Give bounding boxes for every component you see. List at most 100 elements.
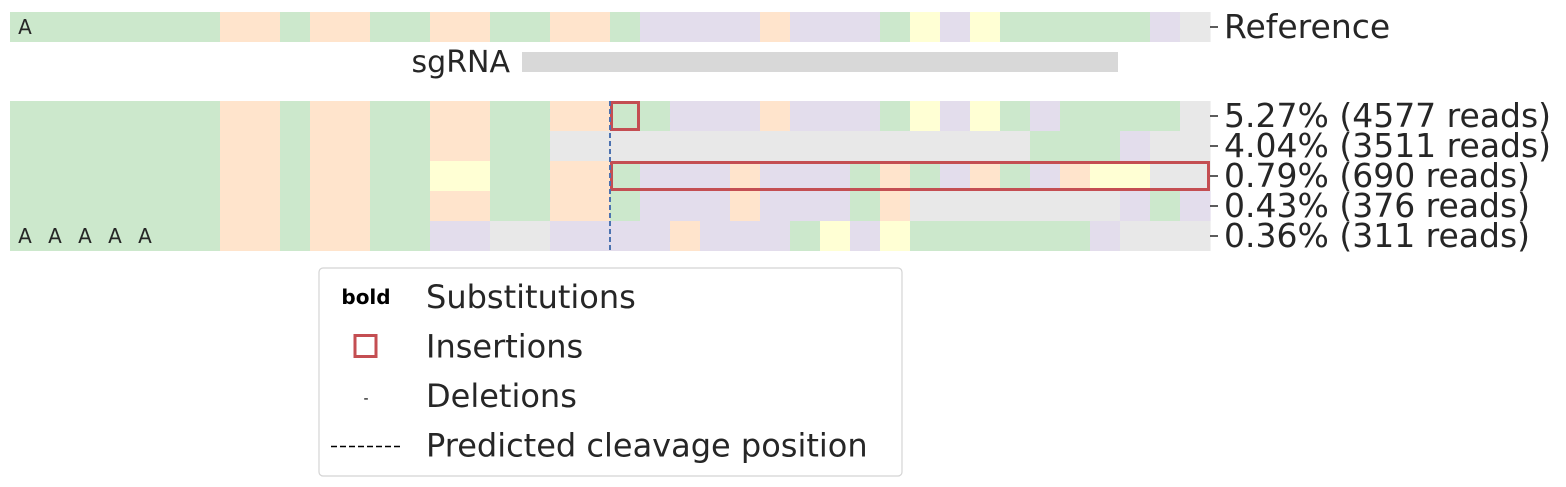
sgrna-label: sgRNA bbox=[412, 45, 511, 80]
allele-cell bbox=[1060, 131, 1091, 161]
allele-cell bbox=[580, 101, 611, 131]
insertion-box bbox=[610, 161, 1210, 191]
allele-cell bbox=[250, 221, 281, 251]
allele-cell bbox=[40, 131, 71, 161]
reference-cell bbox=[850, 12, 881, 42]
allele-cell bbox=[310, 221, 341, 251]
allele-cell bbox=[70, 221, 101, 251]
row-label: 0.79% (690 reads) bbox=[1224, 156, 1530, 195]
legend-entry-deletions: -Deletions bbox=[363, 377, 576, 415]
allele-cell bbox=[220, 101, 251, 131]
reference-cell bbox=[190, 12, 221, 42]
allele-row bbox=[10, 131, 1211, 161]
allele-cell bbox=[970, 161, 1001, 191]
allele-cell bbox=[670, 221, 701, 251]
allele-cell bbox=[430, 161, 461, 191]
allele-cell bbox=[1180, 221, 1211, 251]
allele-cell bbox=[130, 221, 161, 251]
reference-cell bbox=[430, 12, 461, 42]
allele-cell bbox=[820, 161, 851, 191]
allele-row bbox=[10, 191, 1211, 221]
allele-cell bbox=[370, 131, 401, 161]
allele-cell bbox=[550, 221, 581, 251]
allele-cell bbox=[70, 131, 101, 161]
allele-cell bbox=[370, 221, 401, 251]
reference-cell bbox=[40, 12, 71, 42]
allele-cell bbox=[10, 221, 41, 251]
reference-cell bbox=[1120, 12, 1151, 42]
reference-cell bbox=[10, 12, 41, 42]
base-letter: A bbox=[18, 224, 32, 248]
allele-cell bbox=[190, 191, 221, 221]
allele-cell bbox=[670, 131, 701, 161]
allele-cell bbox=[520, 131, 551, 161]
reference-cell bbox=[670, 12, 701, 42]
allele-cell bbox=[10, 191, 41, 221]
allele-cell bbox=[490, 101, 521, 131]
allele-row bbox=[10, 161, 1211, 191]
allele-cell bbox=[340, 131, 371, 161]
allele-cell bbox=[250, 101, 281, 131]
allele-cell bbox=[850, 161, 881, 191]
legend-label: Deletions bbox=[426, 377, 577, 415]
allele-cell bbox=[790, 101, 821, 131]
allele-cell bbox=[910, 101, 941, 131]
allele-cell bbox=[280, 161, 311, 191]
reference-cell bbox=[100, 12, 131, 42]
allele-cell bbox=[400, 191, 431, 221]
reference-cell bbox=[310, 12, 341, 42]
legend-frame bbox=[318, 267, 903, 477]
allele-cell bbox=[640, 161, 671, 191]
allele-cell bbox=[970, 101, 1001, 131]
allele-cell bbox=[910, 131, 941, 161]
allele-cell bbox=[940, 191, 971, 221]
allele-cell bbox=[40, 221, 71, 251]
allele-cell bbox=[220, 131, 251, 161]
allele-cell bbox=[1090, 221, 1121, 251]
allele-cell bbox=[1150, 101, 1181, 131]
allele-cell bbox=[820, 131, 851, 161]
allele-cell bbox=[340, 221, 371, 251]
reference-cell bbox=[1150, 12, 1181, 42]
allele-cell bbox=[880, 221, 911, 251]
allele-cell bbox=[280, 101, 311, 131]
reference-cell bbox=[130, 12, 161, 42]
reference-cell bbox=[790, 12, 821, 42]
allele-cell bbox=[700, 191, 731, 221]
allele-cell bbox=[160, 101, 191, 131]
allele-cell bbox=[820, 191, 851, 221]
allele-cell bbox=[10, 161, 41, 191]
reference-cell bbox=[160, 12, 191, 42]
allele-cell bbox=[640, 191, 671, 221]
allele-cell bbox=[490, 191, 521, 221]
allele-cell bbox=[550, 101, 581, 131]
allele-cell bbox=[580, 221, 611, 251]
allele-cell bbox=[190, 101, 221, 131]
allele-cell bbox=[490, 131, 521, 161]
allele-cell bbox=[160, 131, 191, 161]
allele-cell bbox=[100, 131, 131, 161]
allele-cell bbox=[820, 221, 851, 251]
allele-cell bbox=[130, 161, 161, 191]
allele-cell bbox=[640, 131, 671, 161]
allele-cell bbox=[1150, 131, 1181, 161]
allele-cell bbox=[70, 191, 101, 221]
allele-cell bbox=[880, 191, 911, 221]
allele-cell bbox=[1000, 161, 1031, 191]
sgrna-bar bbox=[522, 52, 1118, 72]
allele-cell bbox=[70, 101, 101, 131]
legend-label: Predicted cleavage position bbox=[426, 427, 868, 465]
allele-cell bbox=[1060, 101, 1091, 131]
allele-cell bbox=[1030, 161, 1061, 191]
reference-cell bbox=[700, 12, 731, 42]
allele-cell bbox=[460, 101, 491, 131]
allele-cell bbox=[370, 191, 401, 221]
reference-cell bbox=[1180, 12, 1211, 42]
allele-cell bbox=[1150, 161, 1181, 191]
allele-cell bbox=[610, 191, 641, 221]
allele-cell bbox=[1150, 221, 1181, 251]
allele-cell bbox=[700, 221, 731, 251]
allele-cell bbox=[1120, 161, 1151, 191]
